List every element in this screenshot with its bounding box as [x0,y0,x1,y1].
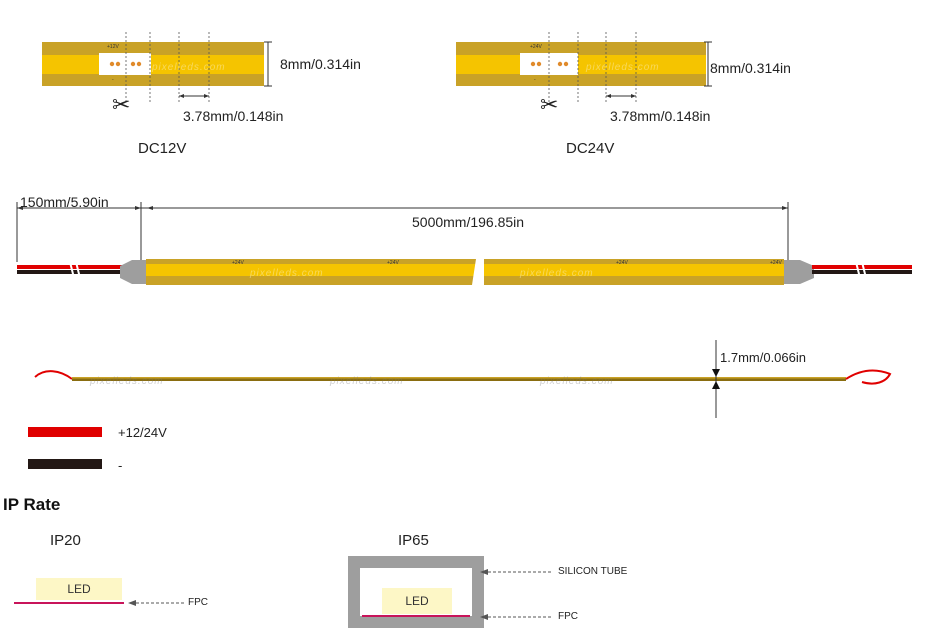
dc12-resistor-dot [136,61,142,67]
dc12-watermark: pixelleds.com [152,62,226,73]
total-length-label: 5000mm/196.85in [412,214,525,230]
segment-mark: +24V [770,260,782,266]
dc24-resistor-dot [536,61,542,67]
dc24-resistor-dot [563,61,569,67]
ip65-led-block [382,588,452,614]
dc24-voltage-label: DC24V [566,140,615,157]
dc12-resistor-dot [130,61,136,67]
ip-rate-heading: IP Rate [3,495,61,514]
ip65-title: IP65 [398,532,429,549]
right-wire-red [812,265,912,269]
dc24-strip-led-band [456,55,706,74]
segment-mark: +24V [387,260,399,266]
dc12-strip-led-band [42,55,264,74]
lead-length-label: 150mm/5.90in [20,194,109,210]
side-left-wire [34,370,73,380]
length-watermark: pixelleds.com [520,268,594,279]
side-watermark: pixelleds.com [540,376,614,387]
dc24-watermark: pixelleds.com [586,62,660,73]
dc12-plus-mark: +12V [107,44,119,50]
ip20-led-label: LED [67,582,91,596]
dc12-resistor-dot [115,61,121,67]
dc24-plus-mark: +24V [530,44,542,50]
ip65-tube-label: SILICON TUBE [558,566,628,577]
dc12-voltage-label: DC12V [138,140,187,157]
dc12-pitch-label: 3.78mm/0.148in [183,108,284,124]
segment-mark: +24V [232,260,244,266]
side-strip-profile [72,377,846,381]
dc12-resistor-dot [109,61,115,67]
length-watermark: pixelleds.com [250,268,324,279]
dc12-minus-mark: - [112,77,114,83]
side-watermark: pixelleds.com [90,376,164,387]
dc24-pitch-label: 3.78mm/0.148in [610,108,711,124]
left-end-cap [120,260,148,284]
dc24-resistor-dot [530,61,536,67]
dc12-chip-pad [99,53,151,75]
ip65-fpc-label: FPC [558,611,578,622]
dc24-height-label: 8mm/0.314in [710,60,791,76]
side-watermark: pixelleds.com [330,376,404,387]
legend-label-positive: +12/24V [118,425,167,440]
right-wire-black [812,270,912,274]
legend-label-negative: - [118,458,123,473]
right-end-cap [784,260,814,284]
left-wire-black [17,270,122,274]
scissors-icon: ✂ [112,92,131,117]
segment-mark: +24V [616,260,628,266]
thickness-label: 1.7mm/0.066in [720,350,806,365]
left-wire-red [17,265,122,269]
dc12-height-label: 8mm/0.314in [280,56,361,72]
scissors-icon: ✂ [540,92,559,117]
ip20-fpc-label: FPC [188,597,208,608]
dc24-minus-mark: - [534,77,536,83]
dc24-resistor-dot [557,61,563,67]
side-right-wire [845,369,892,385]
ip20-led-block [36,578,122,600]
ip20-title: IP20 [50,532,81,549]
ip65-led-label: LED [405,594,429,608]
legend-swatch-negative [28,459,102,469]
legend-swatch-positive [28,427,102,437]
